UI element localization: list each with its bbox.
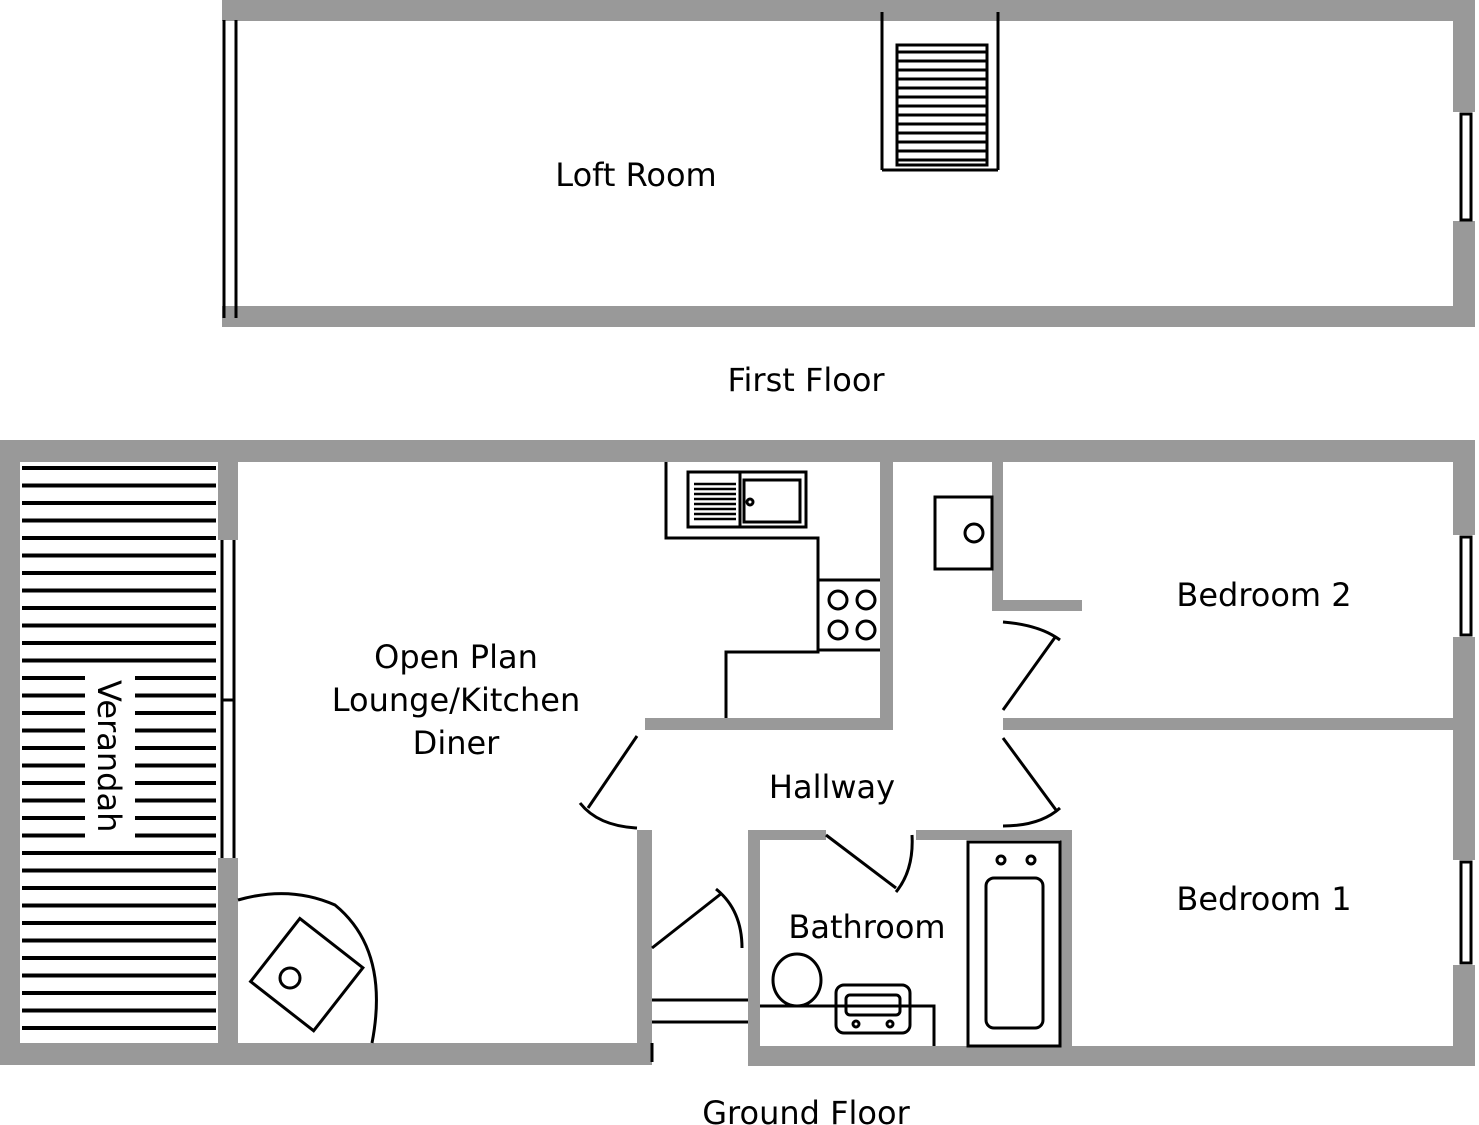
wall bbox=[1453, 221, 1475, 327]
wall bbox=[0, 440, 20, 1065]
room-label-bathroom: Bathroom bbox=[788, 908, 945, 946]
door[interactable] bbox=[578, 735, 639, 830]
door[interactable] bbox=[825, 833, 914, 893]
room-label-bedroom2: Bedroom 2 bbox=[1176, 576, 1351, 614]
first-floor-plan: Loft Room First Floor bbox=[222, 0, 1475, 399]
ground-floor-plan: Verandah bbox=[0, 440, 1475, 1125]
wall bbox=[992, 462, 1003, 610]
wall bbox=[1453, 637, 1475, 860]
bathroom-fittings bbox=[760, 840, 1062, 1048]
wall bbox=[748, 830, 826, 840]
wall bbox=[0, 440, 1475, 462]
wall bbox=[1453, 440, 1475, 535]
entrance-steps bbox=[650, 998, 748, 1062]
wall bbox=[0, 1043, 652, 1065]
toilet-icon bbox=[771, 952, 823, 1008]
window bbox=[1459, 112, 1473, 222]
wall bbox=[748, 830, 760, 1066]
window bbox=[222, 20, 238, 318]
kitchen-units bbox=[664, 462, 880, 718]
wall bbox=[222, 306, 1475, 327]
wall bbox=[637, 830, 652, 1045]
wall bbox=[1003, 718, 1475, 730]
sink-icon bbox=[686, 470, 808, 529]
basin-icon bbox=[834, 983, 912, 1035]
first-floor-caption: First Floor bbox=[727, 361, 885, 399]
door[interactable] bbox=[651, 887, 744, 950]
loft-stairs bbox=[880, 12, 1000, 172]
wall bbox=[222, 0, 1475, 21]
room-label-hallway: Hallway bbox=[769, 768, 895, 806]
door[interactable] bbox=[1001, 737, 1062, 828]
hob-icon bbox=[827, 589, 877, 641]
cupboard-boiler bbox=[933, 495, 994, 571]
wall bbox=[992, 600, 1082, 611]
wall bbox=[748, 1046, 1475, 1066]
window bbox=[1459, 535, 1473, 637]
ground-floor-caption: Ground Floor bbox=[702, 1094, 910, 1125]
room-label-lounge: Diner bbox=[413, 724, 501, 762]
wall bbox=[916, 830, 1072, 840]
room-label-bedroom1: Bedroom 1 bbox=[1176, 880, 1351, 918]
room-label-lounge: Open Plan bbox=[374, 638, 538, 676]
wall bbox=[218, 462, 238, 540]
wall bbox=[645, 718, 893, 730]
wall bbox=[1060, 830, 1072, 1050]
door[interactable] bbox=[1001, 620, 1061, 711]
dining-table bbox=[237, 892, 378, 1044]
wall bbox=[218, 858, 238, 1065]
window bbox=[1459, 860, 1473, 965]
room-label-loft: Loft Room bbox=[555, 156, 716, 194]
room-label-lounge: Lounge/Kitchen bbox=[332, 681, 580, 719]
room-label-verandah: Verandah bbox=[90, 680, 128, 832]
bath-icon bbox=[966, 840, 1062, 1048]
wall bbox=[880, 462, 893, 730]
wall bbox=[1453, 0, 1475, 112]
window bbox=[220, 540, 236, 858]
wall bbox=[1453, 965, 1475, 1065]
